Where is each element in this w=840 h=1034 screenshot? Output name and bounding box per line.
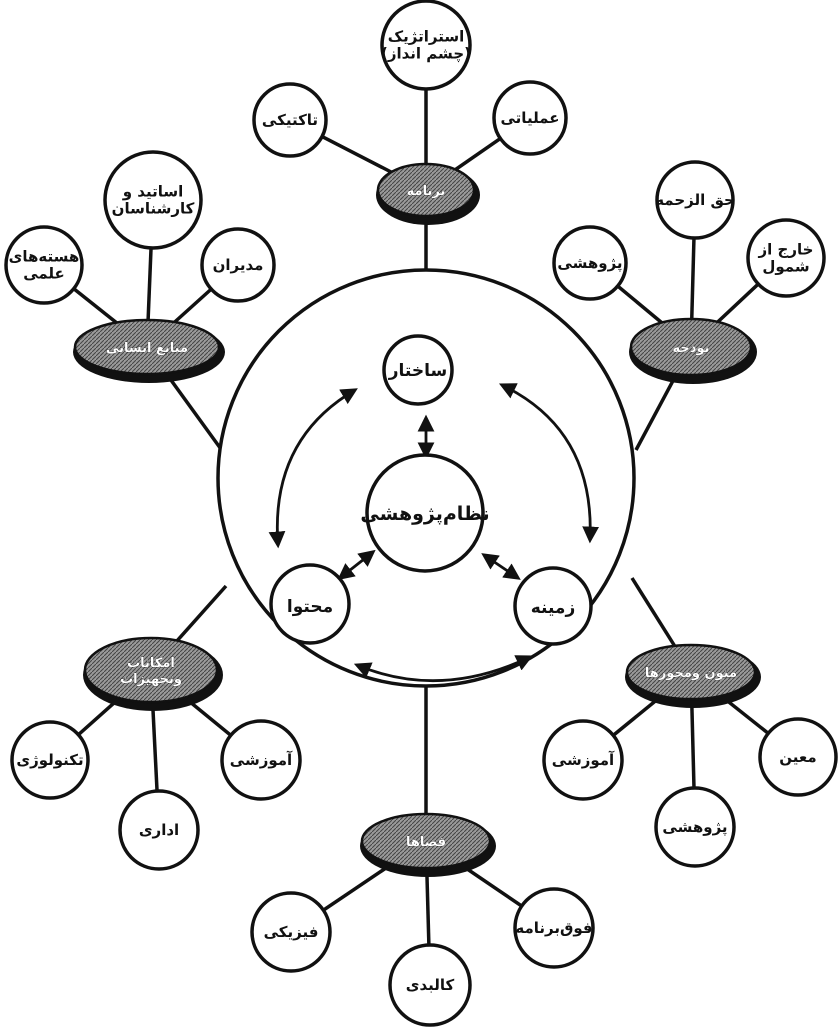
hub-human-resources: منابع انسانی — [73, 318, 225, 383]
leaf-human-resources-3-label-line-1: مدیران — [213, 256, 264, 274]
leaf-topics-3: معین — [758, 717, 838, 797]
leaf-facilities-2: اداری — [118, 789, 200, 871]
center-label: نظام‌پژوهشی — [360, 503, 489, 525]
leaf-topics-2: پژوهشی — [654, 786, 736, 868]
leaf-facilities-1-label-line-1: تکنولوژی — [16, 751, 83, 769]
leaf-program-2-label-line-2: (چشم انداز) — [381, 45, 471, 64]
hub-facilities-label-line-2: وتجهیزات — [120, 672, 182, 687]
arrow-structure-content — [268, 388, 358, 549]
node-structure-label: ساختار — [388, 361, 447, 381]
leaf-human-resources-3: مدیران — [200, 227, 276, 303]
leaf-budget-1-label-line-1: پژوهشی — [557, 254, 622, 273]
leaf-space-3: فوق‌برنامه — [513, 887, 595, 969]
leaf-topics-2-label-line-1: پژوهشی — [662, 818, 727, 837]
leaf-space-2-label-line-1: کالبدی — [406, 976, 455, 994]
arrow-content-context — [353, 655, 534, 683]
leaf-facilities-3-label-line-1: آموزشی — [230, 751, 293, 769]
leaf-program-1-label-line-1: تاکتیکی — [262, 111, 318, 129]
leaf-facilities-3: آموزشی — [220, 719, 302, 801]
leaf-topics-1-label-line-1: آموزشی — [552, 751, 615, 769]
node-structure: ساختار — [382, 334, 454, 406]
cluster-program: تاکتیکی استراتژیک(چشم انداز) عملیاتی برنامه — [252, 0, 568, 225]
leaf-program-2: استراتژیک(چشم انداز) — [380, 0, 472, 91]
node-context: زمینه — [513, 566, 593, 646]
leaf-space-2: کالبدی — [388, 943, 472, 1027]
arrow-center-context — [481, 553, 521, 580]
hub-program: برنامه — [376, 162, 480, 225]
hub-human-resources-label-line-1: منابع انسانی — [106, 341, 188, 356]
leaf-facilities-2-label-line-1: اداری — [139, 821, 179, 839]
node-content: محتوا — [269, 563, 351, 645]
hub-facilities-label-line-1: امکانات — [127, 656, 175, 671]
node-center: نظام‌پژوهشی — [360, 453, 490, 573]
leaf-program-2-label-line-1: استراتژیک — [388, 28, 464, 46]
leaf-program-3-label-line-1: عملیاتی — [501, 109, 560, 127]
leaf-human-resources-1-label-line-2: علمی — [23, 265, 65, 283]
leaf-budget-1: پژوهشی — [552, 225, 628, 301]
leaf-topics-1: آموزشی — [542, 719, 624, 801]
leaf-human-resources-1-label-line-1: هسته‌های — [9, 248, 80, 266]
hub-space: فضاها — [360, 812, 496, 877]
leaf-space-1-label-line-1: فیزیکی — [264, 923, 319, 941]
leaf-space-1: فیزیکی — [250, 891, 332, 973]
node-content-label: محتوا — [287, 597, 333, 617]
hub-topics-label-line-1: متون ومحورها — [645, 666, 737, 681]
leaf-budget-3-label-line-2: شمول — [762, 258, 809, 276]
leaf-budget-2: حق الزحمه — [655, 160, 735, 240]
hub-space-label-line-1: فضاها — [406, 835, 446, 850]
leaf-human-resources-2-label-line-2: کارشناسان — [112, 200, 195, 218]
leaf-program-1: تاکتیکی — [252, 82, 328, 158]
hub-program-label-line-1: برنامه — [407, 184, 446, 199]
leaf-space-3-label-line-1: فوق‌برنامه — [515, 919, 592, 937]
leaf-human-resources-2-label-line-1: اساتید و — [122, 183, 184, 201]
hub-topics: متون ومحورها — [625, 643, 761, 708]
hub-budget: بودجه — [629, 317, 757, 384]
leaf-program-3: عملیاتی — [492, 80, 568, 156]
leaf-facilities-1: تکنولوژی — [10, 720, 90, 800]
cluster-space: فیزیکی کالبدی فوق‌برنامه فضاها — [250, 812, 595, 1027]
arrow-structure-context — [498, 383, 599, 544]
node-context-label: زمینه — [531, 598, 576, 618]
leaf-budget-3-label-line-1: خارج از — [758, 241, 814, 259]
leaf-budget-2-label-line-1: حق الزحمه — [655, 191, 735, 209]
inner-arrows — [268, 383, 599, 683]
hub-budget-label-line-1: بودجه — [673, 341, 710, 356]
arrow-center-content — [337, 549, 376, 581]
cluster-topics: آموزشی پژوهشی معین متون ومحورها — [542, 643, 838, 868]
leaf-topics-3-label-line-1: معین — [779, 748, 816, 766]
